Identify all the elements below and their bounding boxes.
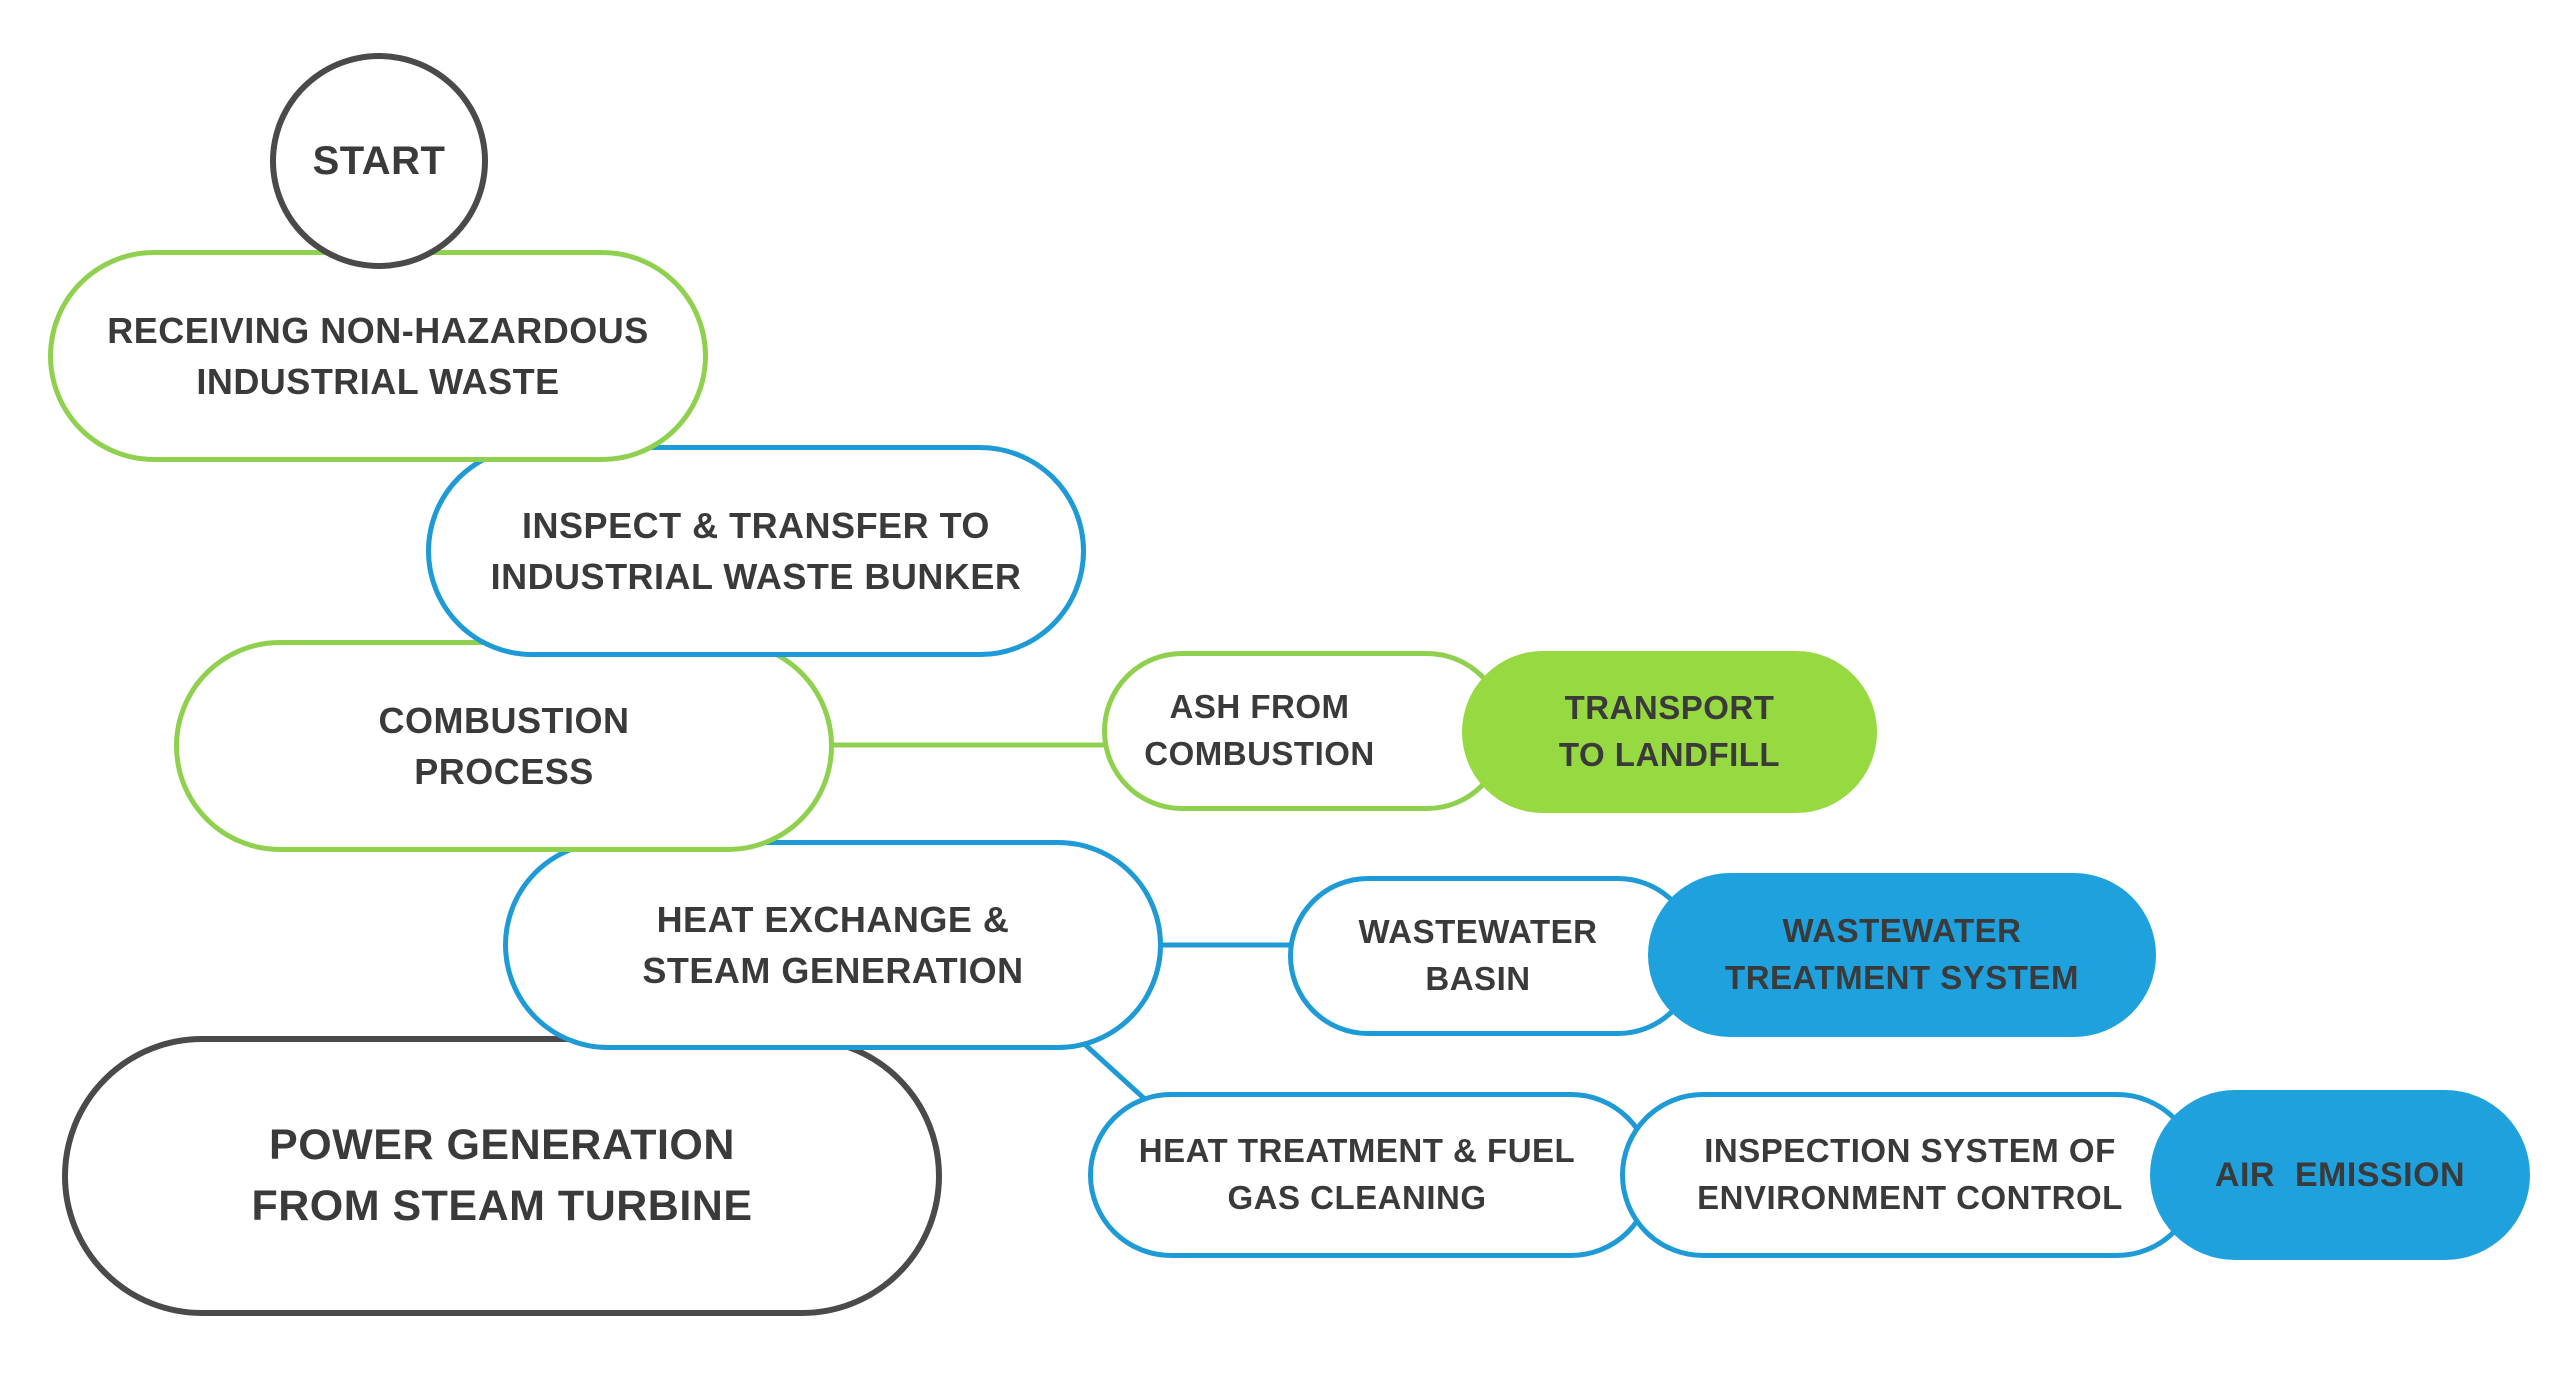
combustion-process-node: COMBUSTION PROCESS <box>174 640 834 852</box>
transport-to-landfill-node: TRANSPORT TO LANDFILL <box>1462 651 1877 813</box>
ash-from-combustion-label: ASH FROM COMBUSTION <box>1144 688 1375 772</box>
air-emission-node: AIR EMISSION <box>2150 1090 2530 1260</box>
ash-from-combustion-node: ASH FROM COMBUSTION <box>1102 651 1507 811</box>
inspect-transfer-node: INSPECT & TRANSFER TO INDUSTRIAL WASTE B… <box>426 445 1086 657</box>
wastewater-treatment-label: WASTEWATER TREATMENT SYSTEM <box>1725 912 2079 996</box>
connector-heat-exchange-heat-treatment <box>1078 1038 1150 1104</box>
wastewater-basin-label: WASTEWATER BASIN <box>1358 913 1598 997</box>
air-emission-label: AIR EMISSION <box>2214 1155 2466 1194</box>
start-label: START <box>312 138 446 183</box>
power-generation-node: POWER GENERATION FROM STEAM TURBINE <box>62 1036 942 1316</box>
heat-treatment-label: HEAT TREATMENT & FUEL GAS CLEANING <box>1138 1132 1576 1216</box>
transport-to-landfill-label: TRANSPORT TO LANDFILL <box>1558 689 1781 773</box>
inspect-transfer-label: INSPECT & TRANSFER TO INDUSTRIAL WASTE B… <box>490 504 1022 597</box>
heat-treatment-node: HEAT TREATMENT & FUEL GAS CLEANING <box>1088 1092 1654 1258</box>
wastewater-basin-node: WASTEWATER BASIN <box>1288 876 1698 1036</box>
heat-exchange-node: HEAT EXCHANGE & STEAM GENERATION <box>503 840 1163 1050</box>
start-node: START <box>270 53 488 269</box>
combustion-process-label: COMBUSTION PROCESS <box>378 699 630 792</box>
receiving-waste-node: RECEIVING NON-HAZARDOUS INDUSTRIAL WASTE <box>48 250 708 462</box>
receiving-waste-label: RECEIVING NON-HAZARDOUS INDUSTRIAL WASTE <box>107 309 649 402</box>
power-generation-label: POWER GENERATION FROM STEAM TURBINE <box>251 1120 753 1230</box>
inspection-environment-node: INSPECTION SYSTEM OF ENVIRONMENT CONTROL <box>1620 1092 2200 1258</box>
inspection-environment-label: INSPECTION SYSTEM OF ENVIRONMENT CONTROL <box>1697 1132 2123 1216</box>
heat-exchange-label: HEAT EXCHANGE & STEAM GENERATION <box>642 898 1024 991</box>
wastewater-treatment-node: WASTEWATER TREATMENT SYSTEM <box>1648 873 2156 1037</box>
